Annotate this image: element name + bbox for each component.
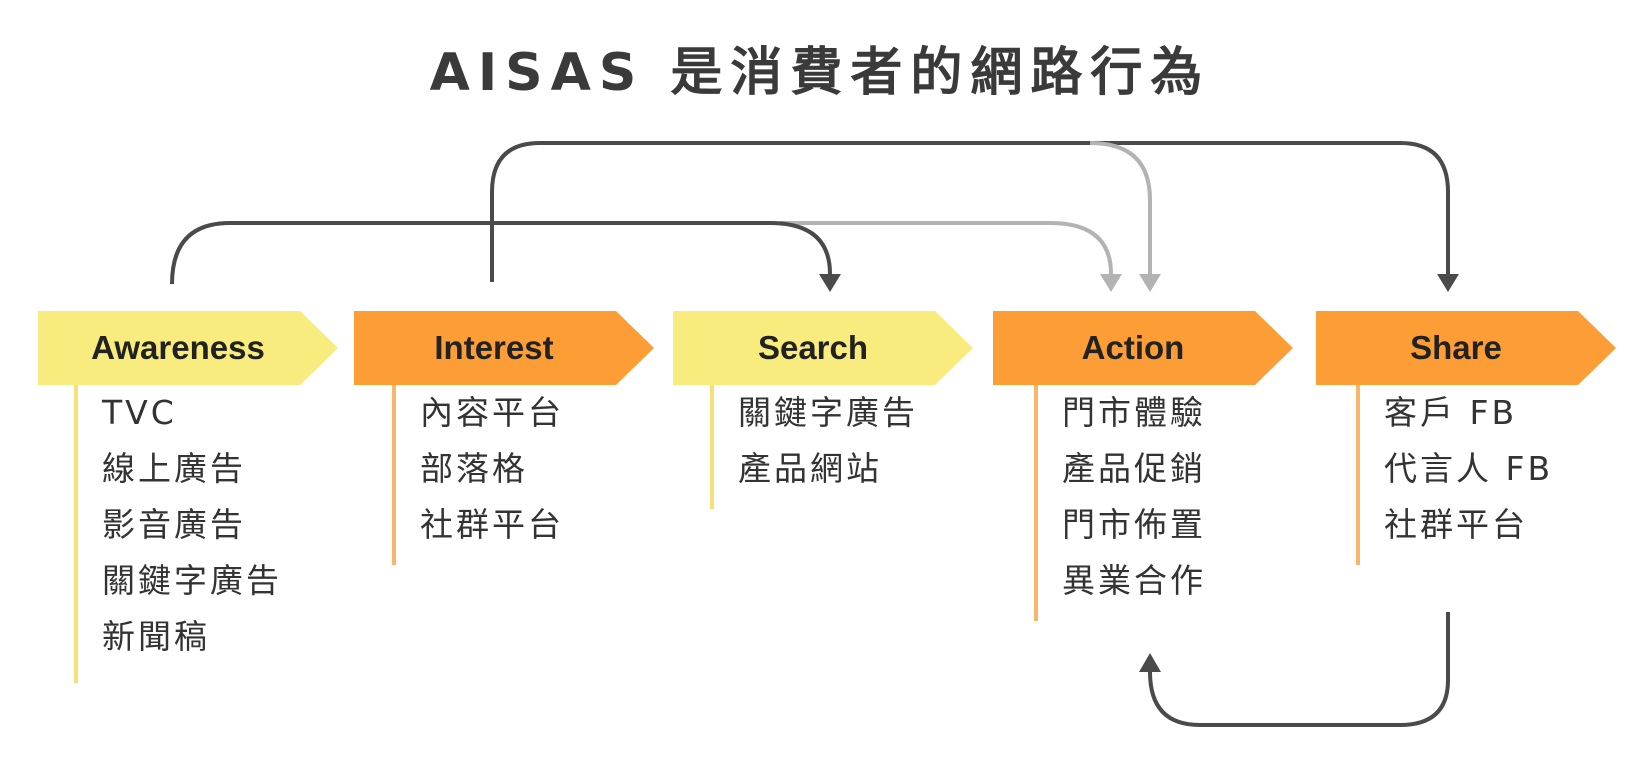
list-item: 產品網站 [738,449,882,488]
stage-banner [38,311,338,385]
share-items: 客戶 FB 代言人 FB 社群平台 [1356,385,1553,565]
list-item: 客戶 FB [1384,393,1518,432]
arrowhead-action-from-awareness [1100,274,1122,292]
stage-banner [354,311,654,385]
awareness-items: TVC 線上廣告 影音廣告 關鍵字廣告 新聞稿 [74,385,282,683]
list-item: 產品促銷 [1062,449,1206,488]
list-item: 部落格 [420,449,528,488]
stage-interest: Interest [354,311,654,385]
arrow-interest-to-share [490,141,1450,282]
stage-label: Search [757,329,869,366]
arrowhead-action-from-interest [1139,274,1161,292]
diagram-title: AISAS 是消費者的網路行為 [429,43,1211,103]
arrowhead-share [1437,274,1459,292]
stage-label: Action [1081,329,1185,366]
stage-awareness: Awareness [38,311,338,385]
list-item: 關鍵字廣告 [738,393,918,432]
list-item: TVC [102,393,177,432]
list-item: 內容平台 [420,393,564,432]
list-item: 新聞稿 [102,617,210,656]
arrow-share-to-action [1148,612,1450,727]
stage-banner [1316,311,1616,385]
list-item: 線上廣告 [102,449,246,488]
arrowhead-action-bottom [1139,653,1161,672]
list-item: 社群平台 [420,505,564,544]
stage-search: Search [673,311,973,385]
search-items: 關鍵字廣告 產品網站 [710,385,918,509]
arrow-awareness-to-action [780,221,1113,275]
arrowhead-search [819,274,841,292]
list-item: 代言人 FB [1384,449,1554,488]
stage-label: Awareness [91,329,265,366]
stage-label: Share [1410,329,1502,366]
action-items: 門市體驗 產品促銷 門市佈置 異業合作 [1034,385,1206,621]
stage-action: Action [993,311,1293,385]
list-item: 門市體驗 [1062,393,1206,432]
stage-banner [993,311,1293,385]
arrow-awareness-to-search [170,221,832,285]
list-item: 異業合作 [1062,561,1206,600]
list-item: 關鍵字廣告 [102,561,282,600]
stage-share: Share [1316,311,1616,385]
list-item: 社群平台 [1384,505,1528,544]
list-item: 門市佈置 [1062,505,1206,544]
list-item: 影音廣告 [102,505,246,544]
interest-items: 內容平台 部落格 社群平台 [392,385,564,565]
stage-label: Interest [434,329,554,366]
stage-banner [673,311,973,385]
arrow-interest-to-action [1089,141,1152,274]
